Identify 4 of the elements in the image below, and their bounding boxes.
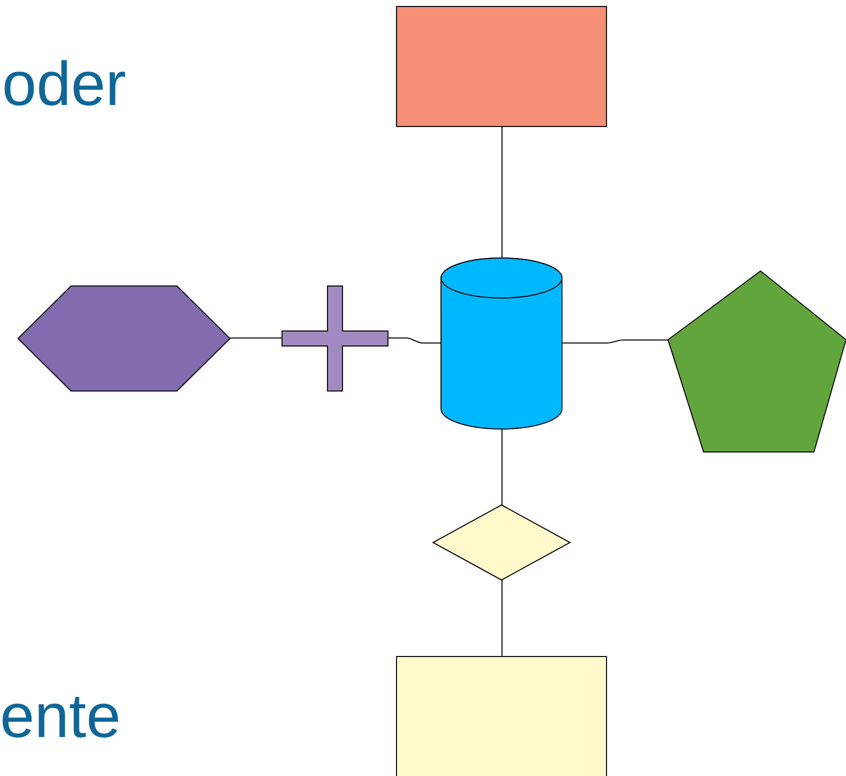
connector-line: [388, 338, 442, 344]
heading-text: oder: [2, 54, 126, 116]
heading-text: ente: [0, 686, 121, 748]
connector-line: [562, 340, 668, 344]
